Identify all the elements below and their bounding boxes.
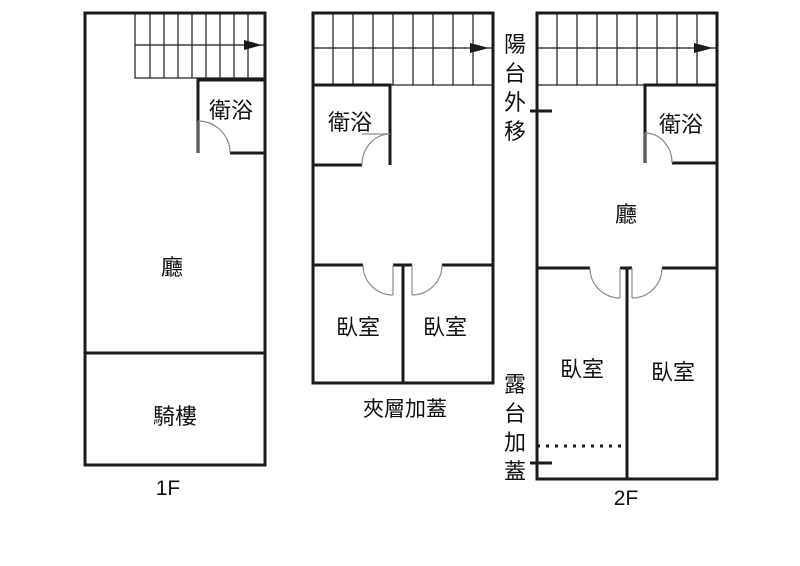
room-label-hall-2f: 廳	[615, 202, 637, 227]
room-label-hall-1f: 廳	[161, 255, 183, 280]
note-char: 露	[504, 372, 526, 397]
room-label-bedroom-left-mezzanine: 臥室	[336, 315, 380, 340]
bath-door-1f	[197, 120, 231, 154]
room-label-bath-mezzanine: 衛浴	[328, 110, 372, 135]
stair-arrow-icon	[694, 43, 713, 53]
stair-arrow-icon	[244, 40, 262, 50]
note-char: 移	[504, 119, 526, 144]
staircase-mezzanine	[312, 12, 494, 86]
note-char: 外	[504, 90, 526, 115]
bath-door-mezzanine	[361, 133, 391, 166]
room-label-arcade-1f: 騎樓	[153, 404, 197, 429]
note-char: 台	[504, 401, 526, 426]
room-label-bedroom-right-mezzanine: 臥室	[423, 315, 467, 340]
floor-plan-1f: 衛浴 廳 騎樓 1F	[83, 11, 267, 500]
stair-arrow-icon	[470, 43, 489, 53]
room-label-bedroom-left-2f: 臥室	[560, 357, 604, 382]
note-char: 加	[504, 430, 526, 455]
room-label-bath-1f: 衛浴	[209, 98, 253, 123]
bedroom-door-left-2f	[589, 267, 621, 299]
bedroom-door-right-2f	[631, 267, 663, 299]
staircase-2f	[536, 12, 718, 86]
floor-plan-mezzanine: 衛浴 臥室 臥室 夾層加蓋	[311, 11, 495, 421]
caption-2f: 2F	[614, 487, 639, 510]
bedroom-door-right-mezzanine	[411, 264, 443, 296]
bath-wall-mezzanine	[313, 83, 392, 165]
terrace-addition-note: 露 台 加 蓋	[504, 372, 526, 484]
note-char: 陽	[504, 32, 526, 57]
caption-1f: 1F	[156, 477, 181, 500]
bath-door-2f	[644, 132, 673, 164]
staircase-1f	[134, 12, 266, 79]
room-label-bath-2f: 衛浴	[659, 112, 703, 137]
note-char: 蓋	[504, 459, 526, 484]
caption-mezzanine: 夾層加蓋	[363, 398, 447, 421]
floor-plan-2f: 衛浴 廳 臥室 臥室 2F	[530, 11, 719, 510]
balcony-relocated-note: 陽 台 外 移	[504, 32, 526, 144]
note-char: 台	[504, 61, 526, 86]
bedroom-door-left-mezzanine	[362, 264, 394, 296]
room-label-bedroom-right-2f: 臥室	[651, 360, 695, 385]
